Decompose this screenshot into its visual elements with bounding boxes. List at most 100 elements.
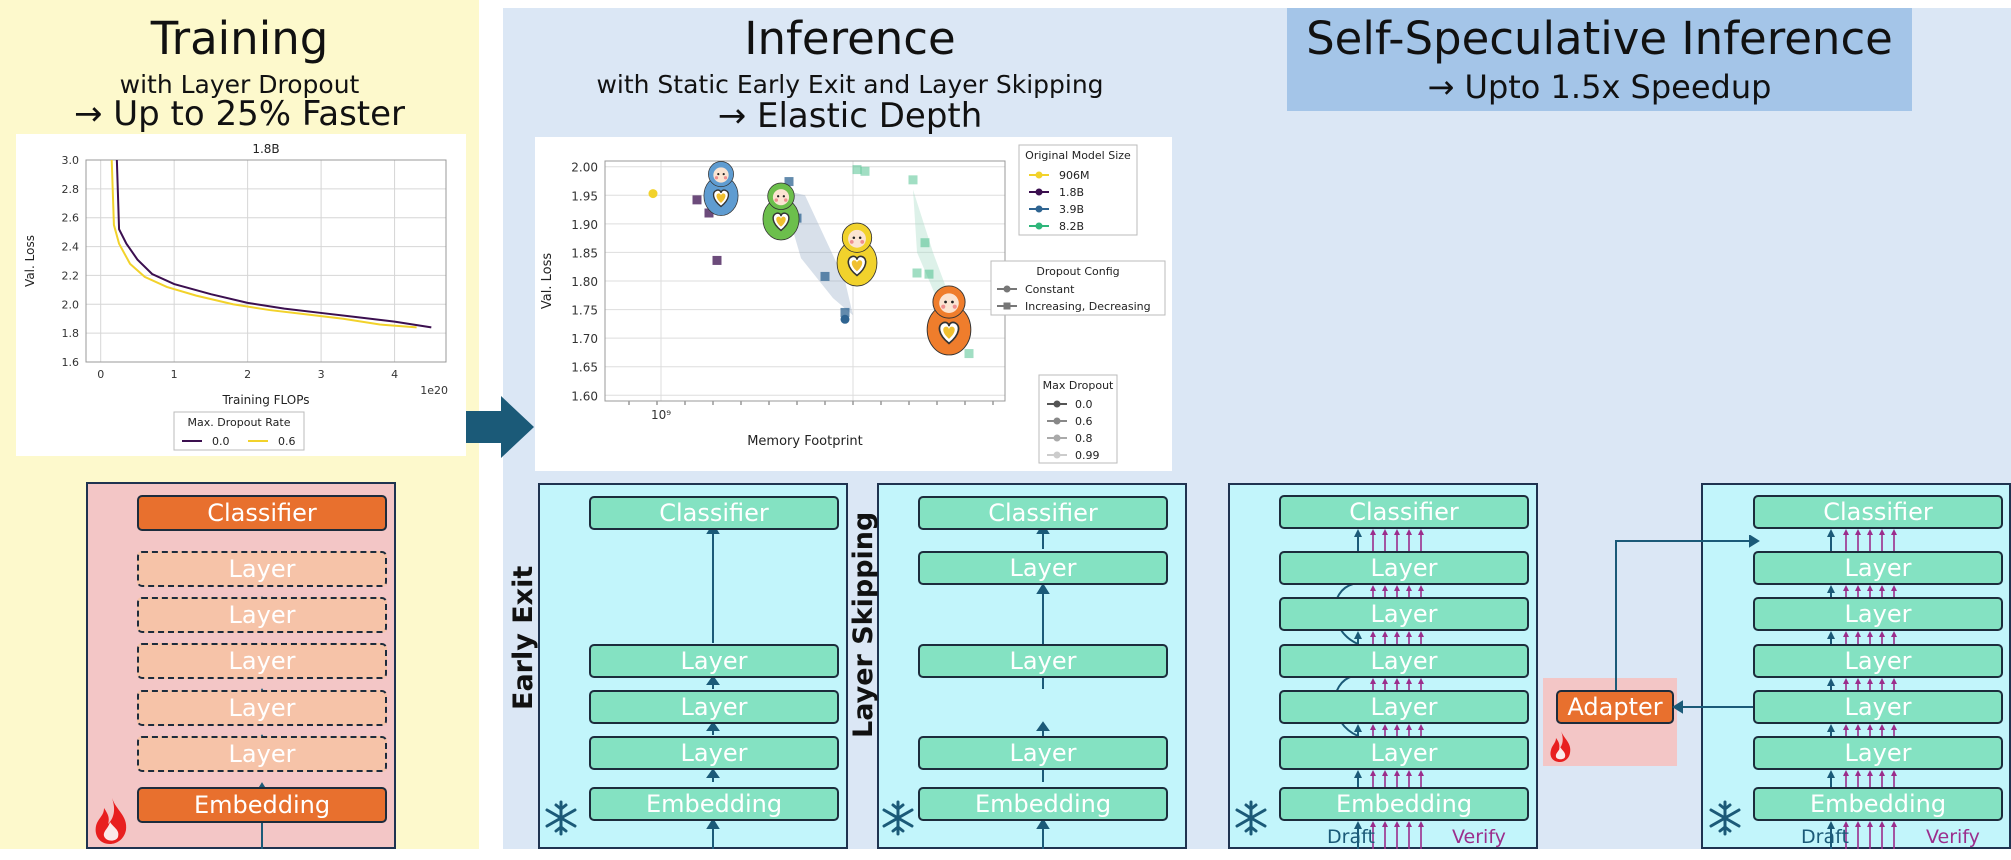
y-tick-label: 2.0 <box>62 298 80 311</box>
sse-b-classifier-block: Classifier <box>1753 495 2003 529</box>
verify-arrowhead <box>1855 821 1861 827</box>
sse-a-embedding-block: Embedding <box>1279 787 1529 821</box>
verify-arrowhead <box>1855 724 1861 730</box>
draft-arrowhead <box>1354 631 1362 639</box>
legend-title: Dropout Config <box>1036 265 1119 278</box>
x-tick-label: 10⁹ <box>651 408 671 422</box>
verify-arrowhead <box>1891 529 1897 535</box>
scatter-point <box>964 349 974 359</box>
verify-arrowhead <box>1855 678 1861 684</box>
draft-arrowhead <box>1827 631 1835 639</box>
y-tick-label: 1.80 <box>571 275 598 289</box>
verify-arrowhead <box>1418 631 1424 637</box>
verify-arrowhead <box>1867 770 1873 776</box>
verify-arrowhead <box>1382 529 1388 535</box>
series-line <box>115 159 432 329</box>
verify-arrowhead <box>1879 585 1885 591</box>
verify-arrowhead <box>1418 724 1424 730</box>
scatter-point <box>852 165 862 175</box>
legend-entry: 1.8B <box>1059 186 1084 199</box>
verify-arrowhead <box>1867 585 1873 591</box>
y-tick-label: 1.60 <box>571 389 598 403</box>
inference-elastic: → Elastic Depth <box>717 96 983 136</box>
verify-arrowhead <box>1382 678 1388 684</box>
matryoshka-doll-icon <box>836 222 878 287</box>
chart-title: 1.8B <box>252 142 279 156</box>
flame-icon <box>1550 731 1571 762</box>
legend-box <box>173 411 305 451</box>
training-speedup: → Up to 25% Faster <box>73 94 406 134</box>
early-exit-embedding-block: Embedding <box>589 787 839 821</box>
y-tick-label: 1.75 <box>571 304 598 318</box>
x-tick-label: 4 <box>391 368 398 381</box>
verify-arrowhead <box>1370 724 1376 730</box>
legend-title: Max Dropout <box>1043 379 1114 392</box>
x-tick-label: 0 <box>97 368 104 381</box>
legend-marker <box>1053 417 1061 425</box>
verify-arrowhead <box>1867 631 1873 637</box>
scatter-point <box>908 175 918 185</box>
verify-arrowhead <box>1382 724 1388 730</box>
verify-arrowhead <box>1879 529 1885 535</box>
x-axis-label: Training FLOPs <box>221 393 309 407</box>
scatter-point <box>704 208 714 218</box>
legend-marker <box>1035 188 1043 196</box>
verify-arrowhead <box>1867 821 1873 827</box>
verify-arrowhead <box>1418 678 1424 684</box>
y-tick-label: 2.4 <box>62 241 80 254</box>
verify-arrowhead <box>1406 770 1412 776</box>
verify-arrowhead <box>1418 585 1424 591</box>
adapter-connectors <box>1615 535 1760 714</box>
verify-arrowhead <box>1382 631 1388 637</box>
verify-arrowhead <box>1394 631 1400 637</box>
sse-b-layer-block: Layer <box>1753 690 2003 724</box>
series-line <box>110 159 417 329</box>
training-layer-block: Layer <box>137 597 387 633</box>
layer-skipping-classifier-block: Classifier <box>918 496 1168 530</box>
inference-subtitle: with Static Early Exit and Layer Skippin… <box>596 70 1104 99</box>
sse-a-layer-block: Layer <box>1279 551 1529 585</box>
sse-header-text: Self-Speculative Inference → Upto 1.5x S… <box>1287 8 1912 111</box>
right-arrow-icon <box>466 396 534 458</box>
legend-marker <box>1053 434 1061 442</box>
draft-arrowhead <box>1354 529 1362 537</box>
sse-a-draft-label: Draft <box>1327 826 1375 848</box>
verify-arrowhead <box>1891 770 1897 776</box>
snowflake-icon <box>1709 800 1741 836</box>
draft-arrowhead <box>1354 770 1362 778</box>
verify-arrowhead <box>1406 529 1412 535</box>
verify-arrowhead <box>1406 585 1412 591</box>
verify-arrowhead <box>1879 770 1885 776</box>
sse-a-verify-label: Verify <box>1452 826 1506 848</box>
sse-b-embedding-block: Embedding <box>1753 787 2003 821</box>
verify-arrowhead <box>1370 678 1376 684</box>
verify-arrowhead <box>1406 821 1412 827</box>
y-axis-label: Val. Loss <box>23 235 37 287</box>
verify-arrowhead <box>1891 724 1897 730</box>
verify-arrowhead <box>1394 821 1400 827</box>
verify-arrowhead <box>1891 585 1897 591</box>
y-tick-label: 1.6 <box>62 356 80 369</box>
verify-arrowhead <box>1867 529 1873 535</box>
sse-b-layer-block: Layer <box>1753 551 2003 585</box>
training-layer-block: Layer <box>137 551 387 587</box>
legend-marker <box>1035 171 1043 179</box>
legend-entry: Constant <box>1025 283 1075 296</box>
verify-arrowhead <box>1891 821 1897 827</box>
training-layer-block: Layer <box>137 736 387 772</box>
y-tick-label: 2.00 <box>571 161 598 175</box>
layer-skipping-layer-block: Layer <box>918 644 1168 678</box>
draft-arrowhead <box>1827 678 1835 686</box>
legend-marker <box>1035 222 1043 230</box>
verify-arrowhead <box>1394 585 1400 591</box>
y-tick-label: 3.0 <box>62 154 80 167</box>
verify-arrowhead <box>1382 821 1388 827</box>
legend-box <box>990 260 1166 316</box>
scatter-point <box>840 314 850 324</box>
verify-arrowhead <box>1370 585 1376 591</box>
layer-skipping-layer-block: Layer <box>918 551 1168 585</box>
training-embedding-block: Embedding <box>137 787 387 823</box>
sse-b-layer-block: Layer <box>1753 736 2003 770</box>
